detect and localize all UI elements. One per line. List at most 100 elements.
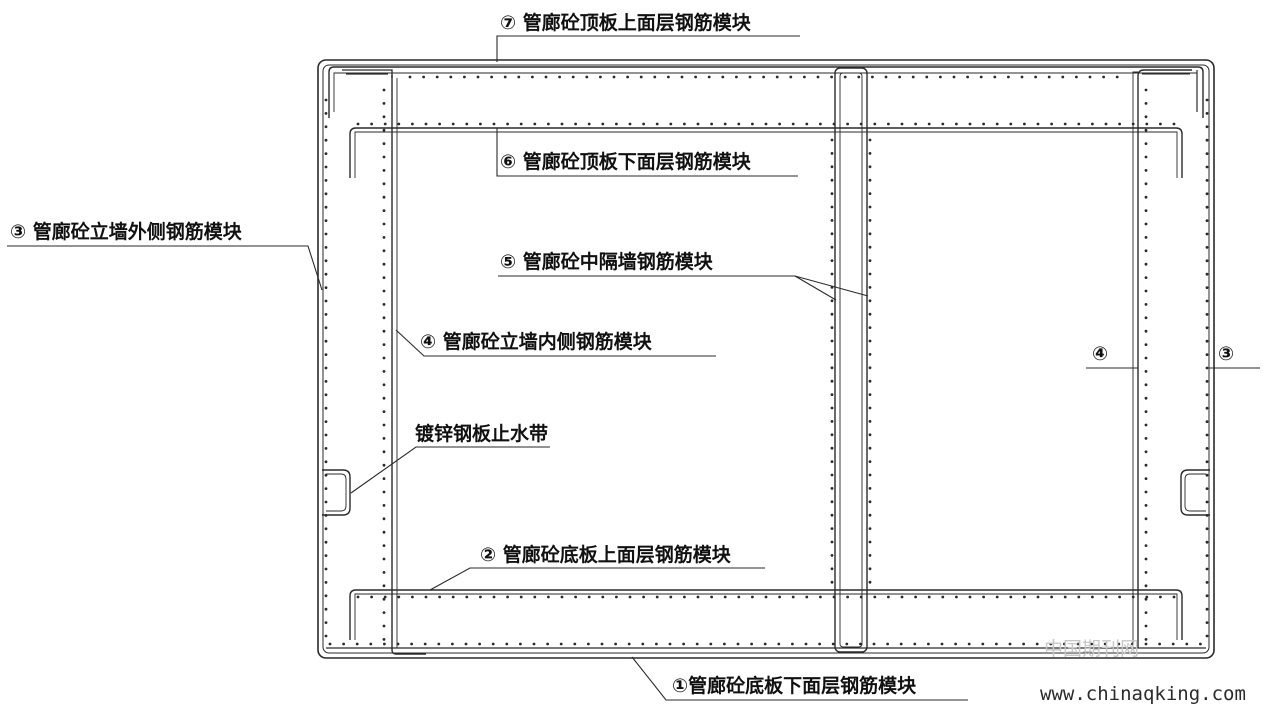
rebar-dot xyxy=(707,75,711,79)
rebar-dot xyxy=(830,152,834,155)
rebar-dot xyxy=(868,272,872,276)
rebar-dot xyxy=(382,396,386,400)
leader-waterstop xyxy=(350,446,550,494)
rebar-dot xyxy=(424,595,428,599)
rebar-dot xyxy=(868,580,872,584)
rebar-dot xyxy=(547,595,550,599)
rebar-dot xyxy=(1077,122,1081,126)
rebar-dot xyxy=(819,122,822,126)
rebar-dot xyxy=(463,75,466,79)
rebar-dot xyxy=(830,138,834,142)
rebar-dot xyxy=(669,122,673,126)
rebar-dot xyxy=(449,75,453,79)
rebar-dot xyxy=(1144,343,1148,346)
rebar-dot xyxy=(476,75,480,79)
rebar-dot xyxy=(1205,313,1209,316)
rebar-dot xyxy=(791,642,794,646)
rebar-dot xyxy=(868,245,872,249)
rebar-dot xyxy=(868,339,872,343)
rebar-dot xyxy=(899,642,903,646)
rebar-dot xyxy=(397,122,401,126)
rebar-dot xyxy=(505,642,509,646)
rebar-dot xyxy=(382,169,386,172)
rebar-dot xyxy=(382,383,386,387)
rebar-dot xyxy=(1205,554,1209,557)
rebar-dot xyxy=(1205,299,1209,303)
rebar-dot xyxy=(382,222,386,226)
rebar-dot xyxy=(778,595,781,599)
rebar-dot xyxy=(884,75,888,79)
rebar-dot xyxy=(789,75,793,79)
rebar-dot xyxy=(830,420,834,423)
rebar-dot xyxy=(397,595,401,599)
rebar-dot xyxy=(1144,463,1148,467)
rebar-dot xyxy=(830,312,834,316)
rebar-dot xyxy=(1144,396,1148,400)
rebar-dot xyxy=(830,205,834,209)
rebar-dot xyxy=(764,595,768,599)
rebar-dot xyxy=(868,138,872,142)
rebar-dot xyxy=(868,286,872,289)
rebar-dot xyxy=(424,122,428,126)
rebar-dot xyxy=(324,460,328,464)
rebar-dot xyxy=(830,259,834,262)
rebar-dot xyxy=(465,595,469,599)
rebar-dot xyxy=(324,514,328,517)
rebar-dot xyxy=(382,289,386,293)
rebar-dot xyxy=(1091,595,1094,599)
rebar-dot xyxy=(868,567,872,571)
rebar-dot xyxy=(873,122,877,126)
rebar-dot xyxy=(868,460,872,463)
rebar-dot xyxy=(628,595,632,599)
rebar-dot xyxy=(382,624,386,628)
rebar-dot xyxy=(324,299,328,303)
rebar-dot xyxy=(1063,122,1067,126)
rebar-dot xyxy=(655,595,659,599)
rebar-dot xyxy=(857,75,861,79)
leader-bottom-slab-lower xyxy=(631,656,968,701)
rebar-dot xyxy=(324,634,328,638)
label-waterstop: 镀锌钢板止水带 xyxy=(415,422,548,445)
rebar-dot xyxy=(830,554,834,557)
rebar-dot xyxy=(585,75,589,79)
rebar-dot xyxy=(571,75,575,79)
rebar-dot xyxy=(737,595,741,599)
rebar-dot xyxy=(979,75,983,79)
rebar-dot xyxy=(1118,122,1121,126)
rebar-dot xyxy=(830,219,834,222)
rebar-dot xyxy=(1036,595,1040,599)
rebar-dot xyxy=(887,595,890,599)
rebar-dot xyxy=(382,437,386,440)
rebar-dot xyxy=(803,75,806,79)
rebar-dot xyxy=(859,122,863,126)
rebar-dot xyxy=(1205,460,1209,464)
rebar-dot xyxy=(1205,138,1209,142)
rebar-dot xyxy=(763,642,767,646)
rebar-dot xyxy=(1102,75,1105,79)
rebar-dot xyxy=(1020,75,1024,79)
rebar-dot xyxy=(830,366,834,370)
rebar-dot xyxy=(1035,642,1039,646)
rebar-dot xyxy=(324,165,328,169)
rebar-dot xyxy=(383,595,387,599)
rebar-dot xyxy=(1131,595,1135,599)
rebar-dot xyxy=(382,557,386,561)
rebar-dot xyxy=(859,595,863,599)
rebar-dot xyxy=(830,567,834,571)
rebar-dot xyxy=(324,487,328,490)
rebar-dot xyxy=(1023,595,1026,599)
rebar-dot xyxy=(506,122,509,126)
rebar-dot xyxy=(438,122,441,126)
rebar-dot xyxy=(479,122,482,126)
rebar-dot xyxy=(750,642,753,646)
rebar-dot xyxy=(818,642,821,646)
rebar-dot xyxy=(1205,98,1209,102)
rebar-dot xyxy=(830,580,834,584)
rebar-dot xyxy=(1144,477,1148,480)
rebar-dot xyxy=(872,642,876,646)
rebar-dot xyxy=(868,353,872,356)
rebar-dot xyxy=(408,75,412,79)
rebar-dot xyxy=(533,595,537,599)
rebar-dot xyxy=(1144,450,1148,454)
rebar-dot xyxy=(382,343,386,346)
